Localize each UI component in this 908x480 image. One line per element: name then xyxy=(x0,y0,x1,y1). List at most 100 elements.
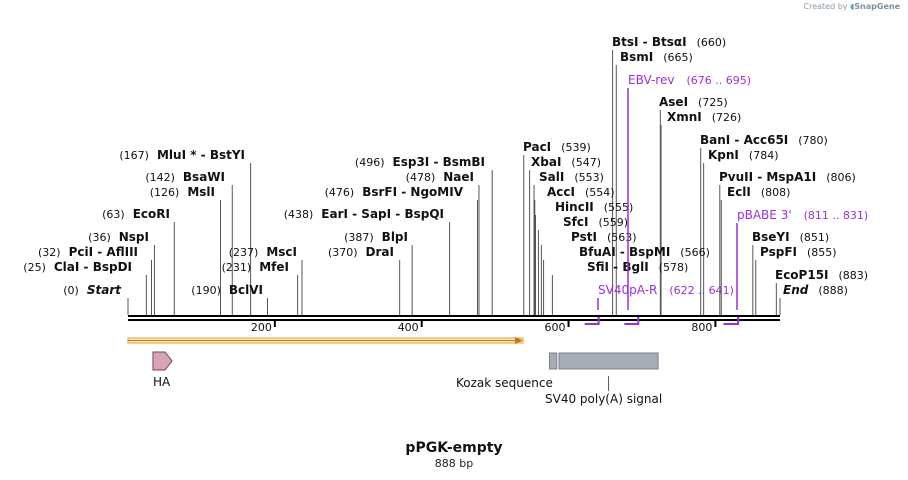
enzyme-coord-bseyi: (851) xyxy=(800,231,830,244)
enzyme-label-mfei: MfeI xyxy=(259,260,289,274)
primer-range-ebv-rev: (676 .. 695) xyxy=(686,74,751,87)
enzyme-label-pvuii: PvuII - MspA1I xyxy=(719,170,816,184)
enzyme-coord-hincii: (555) xyxy=(604,201,634,214)
enzyme-label-msci: MscI xyxy=(266,245,297,259)
ruler-tick-label-200: 200 xyxy=(251,321,272,334)
enzyme-coord-bsmi: (665) xyxy=(663,51,693,64)
enzyme-label-pcii: PciI - AflIII xyxy=(69,245,138,259)
primer-label-pbabe3: pBABE 3' xyxy=(737,208,792,222)
enzyme-coord-naei: (478) xyxy=(406,171,436,184)
snapgene-logo-icon: ◖ xyxy=(850,2,855,11)
enzyme-coord-clai: (25) xyxy=(23,261,46,274)
enzyme-label-acci: AccI xyxy=(547,185,575,199)
enzyme-label-psti: PstI xyxy=(571,230,597,244)
enzyme-coord-start: (0) xyxy=(63,284,79,297)
snapgene-credit: Created by ◖SnapGene xyxy=(804,2,900,11)
enzyme-coord-drai: (370) xyxy=(328,246,358,259)
enzyme-label-ecori: EcoRI xyxy=(133,207,170,221)
enzyme-coord-sfii: (578) xyxy=(659,261,689,274)
enzyme-label-bsawi: BsaWI xyxy=(183,170,225,184)
ruler-tick-label-800: 800 xyxy=(691,321,712,334)
ruler-tick-label-600: 600 xyxy=(545,321,566,334)
enzyme-label-sfii: SfiI - BglI xyxy=(587,260,649,274)
enzyme-label-kpni: KpnI xyxy=(708,148,739,162)
enzyme-label-xbai: XbaI xyxy=(531,155,561,169)
enzyme-coord-sali: (553) xyxy=(574,171,604,184)
enzyme-coord-btsi: (660) xyxy=(697,36,727,49)
ruler-tick-label-400: 400 xyxy=(398,321,419,334)
feature-kozak-label: Kozak sequence xyxy=(456,376,553,390)
enzyme-coord-pspfi: (855) xyxy=(807,246,837,259)
primer-label-ebv-rev: EBV-rev xyxy=(628,73,674,87)
enzyme-label-drai: DraI xyxy=(366,245,394,259)
enzyme-label-btsi: BtsI - BtsαI xyxy=(612,35,687,49)
enzyme-coord-kpni: (784) xyxy=(749,149,779,162)
enzyme-label-pspfi: PspFI xyxy=(760,245,797,259)
enzyme-coord-xmni: (726) xyxy=(712,111,742,124)
enzyme-label-naei: NaeI xyxy=(443,170,474,184)
enzyme-coord-ecori: (63) xyxy=(102,208,125,221)
enzyme-label-start: Start xyxy=(87,283,122,297)
enzyme-label-asei: AseI xyxy=(659,95,688,109)
enzyme-coord-pvuii: (806) xyxy=(826,171,856,184)
enzyme-label-msli: MslI xyxy=(187,185,215,199)
primer-bracket-ebv-rev xyxy=(624,317,640,325)
credit-text: Created by xyxy=(803,2,848,11)
enzyme-label-hincii: HincII xyxy=(555,200,594,214)
enzyme-coord-bclvi: (190) xyxy=(191,284,221,297)
enzyme-label-sali: SalI xyxy=(539,170,564,184)
feature-sv40-box xyxy=(558,352,659,370)
enzyme-coord-mfei: (231) xyxy=(222,261,252,274)
enzyme-coord-bsawi: (142) xyxy=(145,171,175,184)
enzyme-label-bseyi: BseYI xyxy=(752,230,790,244)
enzyme-coord-acci: (554) xyxy=(585,186,615,199)
enzyme-coord-msci: (237) xyxy=(229,246,259,259)
enzyme-label-bani: BanI - Acc65I xyxy=(700,133,788,147)
primer-range-pbabe3: (811 .. 831) xyxy=(804,209,869,222)
primer-bracket-pbabe3 xyxy=(723,317,740,325)
brand-name: SnapGene xyxy=(854,2,900,11)
enzyme-coord-asei: (725) xyxy=(698,96,728,109)
enzyme-coord-bani: (780) xyxy=(798,134,828,147)
feature-ha-label: HA xyxy=(153,375,171,389)
enzyme-coord-blpi: (387) xyxy=(344,231,374,244)
enzyme-coord-ecli: (808) xyxy=(761,186,791,199)
enzyme-label-nspi: NspI xyxy=(119,230,149,244)
enzyme-label-bsrfi: BsrFI - NgoMIV xyxy=(362,185,463,199)
enzyme-coord-psti: (563) xyxy=(607,231,637,244)
enzyme-label-paci: PacI xyxy=(523,140,551,154)
enzyme-label-ecli: EclI xyxy=(727,185,751,199)
enzyme-coord-msli: (126) xyxy=(150,186,180,199)
enzyme-coord-mlui: (167) xyxy=(119,149,149,162)
primer-range-sv40pa-r: (622 .. 641) xyxy=(669,284,734,297)
enzyme-coord-ecop15i: (883) xyxy=(839,269,869,282)
enzyme-label-ecop15i: EcoP15I xyxy=(775,268,829,282)
enzyme-label-bfuai: BfuAI - BspMI xyxy=(579,245,670,259)
enzyme-label-eari: EarI - SapI - BspQI xyxy=(321,207,444,221)
enzyme-coord-bfuai: (566) xyxy=(680,246,710,259)
enzyme-coord-bsrfi: (476) xyxy=(325,186,355,199)
enzyme-label-clai: ClaI - BspDI xyxy=(54,260,132,274)
enzyme-label-blpi: BlpI xyxy=(382,230,408,244)
enzyme-coord-nspi: (36) xyxy=(88,231,111,244)
feature-kozak-box xyxy=(548,352,558,370)
enzyme-label-mlui: MluI * - BstYI xyxy=(157,148,245,162)
feature-ha-arrow xyxy=(152,351,173,371)
enzyme-coord-pcii: (32) xyxy=(38,246,61,259)
enzyme-coord-esp3i: (496) xyxy=(355,156,385,169)
enzyme-label-sfci: SfcI xyxy=(563,215,588,229)
enzyme-label-esp3i: Esp3I - BsmBI xyxy=(393,155,485,169)
enzyme-coord-paci: (539) xyxy=(561,141,591,154)
primer-label-sv40pa-r: SV40pA-R xyxy=(598,283,657,297)
primer-bracket-sv40pa-r xyxy=(584,317,600,325)
enzyme-label-bsmi: BsmI xyxy=(620,50,653,64)
enzyme-coord-sfci: (559) xyxy=(598,216,628,229)
enzyme-label-xmni: XmnI xyxy=(667,110,702,124)
enzyme-label-bclvi: BclVI xyxy=(229,283,263,297)
map-title: pPGK-empty xyxy=(405,440,503,456)
sequence-length: 888 bp xyxy=(434,457,474,470)
enzyme-coord-xbai: (547) xyxy=(571,156,601,169)
enzyme-coord-eari: (438) xyxy=(284,208,314,221)
feature-sv40-label: SV40 poly(A) signal xyxy=(545,392,662,406)
